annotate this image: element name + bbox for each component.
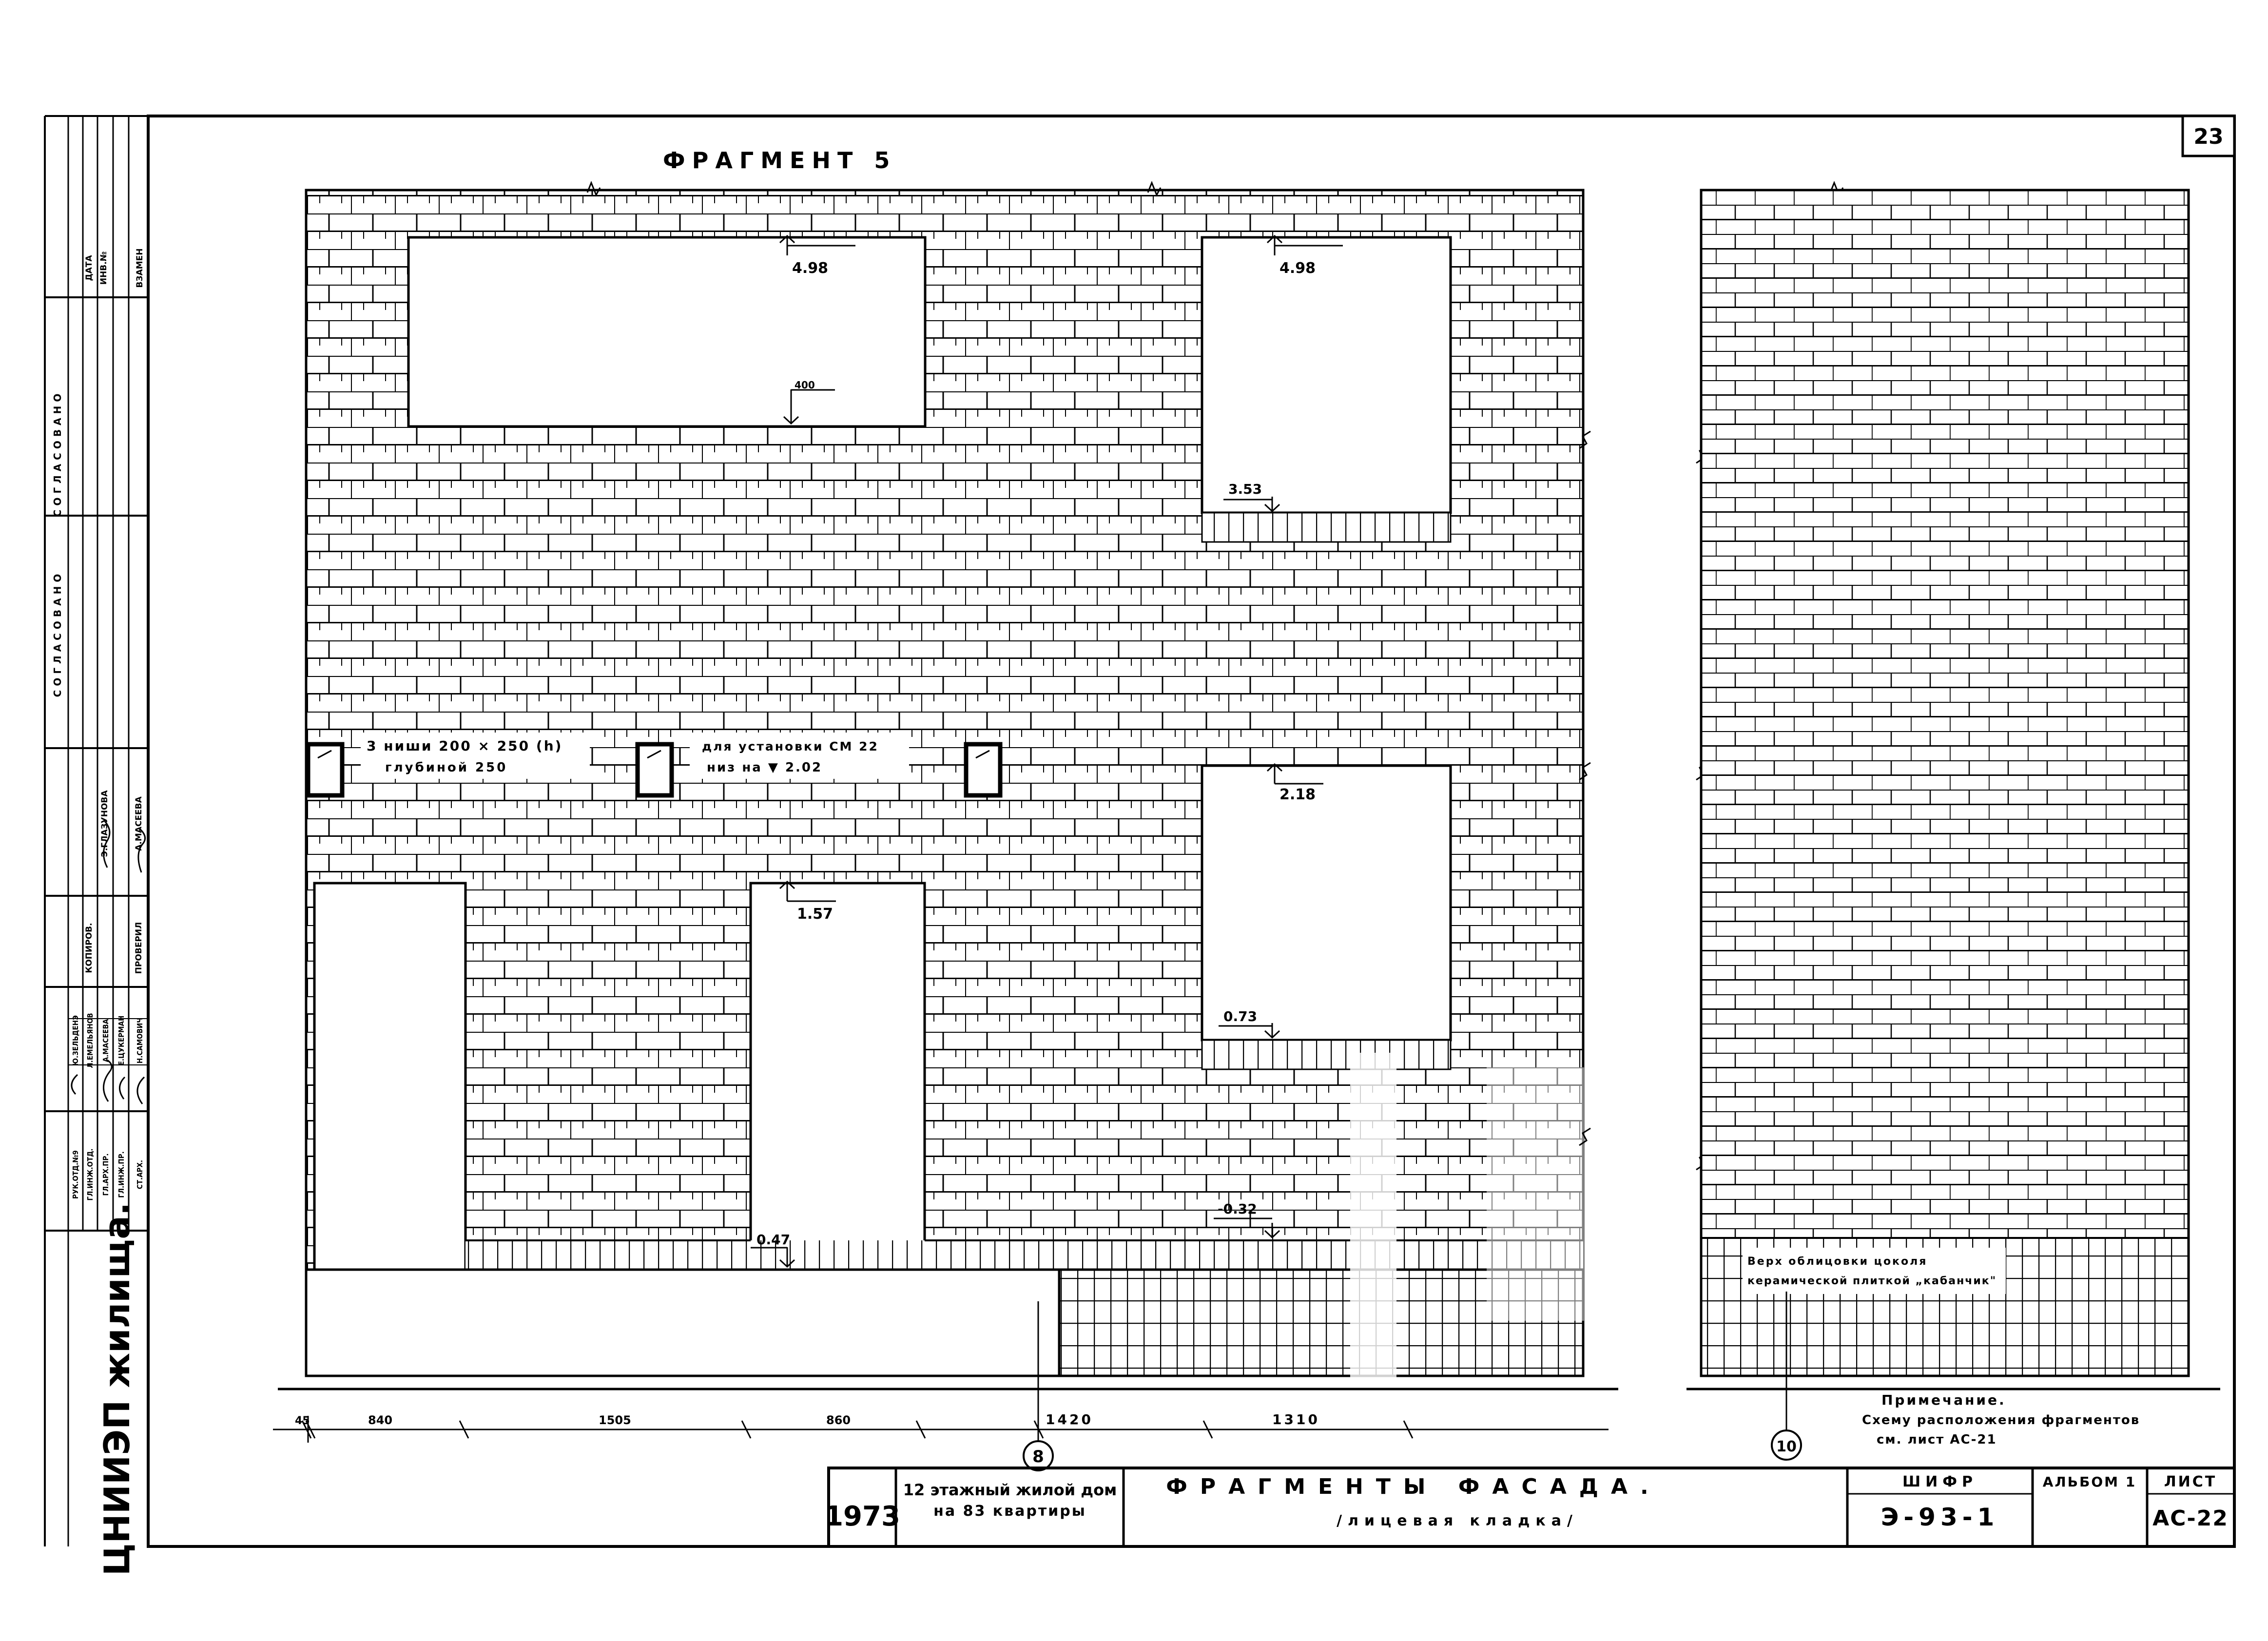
title-sheet-label: ЛИСТ	[2164, 1473, 2217, 1490]
svg-text:1420: 1420	[1046, 1411, 1093, 1428]
niche-note-line2: глубиной 250	[385, 760, 507, 775]
side-checker-name: А.МАСЕЕВА	[134, 796, 144, 850]
title-year: 1973	[824, 1501, 900, 1532]
side-date-label: ДАТА	[84, 255, 94, 281]
mark-win2-bottom: 3.53	[1228, 481, 1262, 497]
svg-text:1505: 1505	[599, 1413, 631, 1427]
side-agreed-1: СОГЛАСОВАНО	[52, 390, 63, 517]
side-copied-label: КОПИРОВ.	[84, 923, 94, 973]
faded-region-2	[1487, 1067, 1584, 1321]
note-title: Примечание.	[1881, 1392, 2006, 1408]
title-code-value: Э-93-1	[1881, 1503, 1999, 1531]
dimension-line	[273, 1292, 1787, 1443]
window-2	[1201, 236, 1452, 514]
right-facade-strip	[1700, 189, 2190, 1377]
svg-text:ГЛ.ИНЖ.ПР.: ГЛ.ИНЖ.ПР.	[117, 1151, 126, 1197]
svg-text:Ю.ЗЕЛЬДЕНЭ: Ю.ЗЕЛЬДЕНЭ	[71, 1015, 80, 1066]
svg-text:Л.ЕМЕЛЬЯНОВ: Л.ЕМЕЛЬЯНОВ	[86, 1013, 95, 1068]
axis-label-10: 10	[1776, 1438, 1797, 1455]
window-2-soldier-course	[1201, 512, 1452, 543]
plinth-note-line1: Верх облицовки цоколя	[1747, 1255, 1927, 1268]
mark-win1-top: 4.98	[792, 260, 828, 277]
dimension-values: 45 840 1505 860 1420 1310	[295, 1411, 1320, 1428]
side-roles: РУК.ОТД.№9 ГЛ.ИНЖ.ОТД. ГЛ.АРХ.ПР. ГЛ.ИНЖ…	[71, 1149, 144, 1201]
mark-door2-bottom: 0.47	[756, 1232, 790, 1248]
svg-text:Н.САМОВИЧ: Н.САМОВИЧ	[136, 1018, 144, 1063]
title-code-label: ШИФР	[1902, 1473, 1977, 1490]
title-drawing: ФРАГМЕНТЫ ФАСАДА.	[1166, 1474, 1661, 1499]
side-replaces-label: ВЗАМЕН	[135, 249, 145, 288]
note-line2: см. лист АС-21	[1877, 1432, 1997, 1447]
mark-win3-bottom: 0.73	[1223, 1008, 1257, 1024]
side-stamp-block	[45, 116, 148, 1546]
niche-note-line4: низ на ▼ 2.02	[707, 760, 822, 775]
svg-text:ГЛ.ИНЖ.ОТД.: ГЛ.ИНЖ.ОТД.	[86, 1149, 95, 1201]
window-1	[407, 236, 927, 428]
mark-win3-top: 2.18	[1279, 786, 1316, 803]
side-signatures	[71, 821, 146, 1104]
axis-bubble-10	[1771, 1429, 1802, 1461]
window-3	[1201, 764, 1452, 1042]
niche-note-line3: для установки СМ 22	[702, 739, 879, 753]
svg-text:РУК.ОТД.№9: РУК.ОТД.№9	[71, 1150, 80, 1199]
window-3-soldier-course	[1201, 1039, 1452, 1070]
svg-text:1310: 1310	[1272, 1411, 1320, 1428]
title-sheet-value: АС-22	[2152, 1506, 2229, 1531]
door-2	[749, 882, 926, 1271]
svg-text:840: 840	[368, 1413, 392, 1427]
side-inv-label: ИНВ.№	[99, 251, 109, 285]
plinth-note-line2: керамической плиткой „кабанчик"	[1747, 1275, 1997, 1287]
niche-note-line1: 3 ниши 200 × 250 (h)	[367, 738, 562, 754]
title-project-line2: на 83 квартиры	[933, 1503, 1086, 1520]
note-line1: Схему расположения фрагментов	[1862, 1413, 2140, 1428]
side-agreed-2: СОГЛАСОВАНО	[52, 570, 63, 697]
side-checked-label: ПРОВЕРИЛ	[134, 922, 144, 974]
faded-region	[1350, 1053, 1396, 1384]
mark-win2-top: 4.98	[1279, 260, 1316, 277]
sheet-number-box	[2181, 115, 2236, 157]
mark-win1-offset: 400	[795, 379, 815, 391]
title-album: АЛЬБОМ 1	[2043, 1474, 2137, 1490]
axis-bubble-8	[1023, 1440, 1054, 1471]
sheet-number: 23	[2193, 124, 2223, 149]
svg-text:45: 45	[295, 1415, 310, 1427]
mark-door2-top: 1.57	[797, 906, 833, 923]
title-block	[827, 1467, 2236, 1548]
organization-name: ЦНИИЭП жилища.	[97, 1202, 137, 1576]
svg-text:СТ.АРХ.: СТ.АРХ.	[136, 1160, 144, 1189]
title-drawing-subtitle: /лицевая кладка/	[1337, 1512, 1578, 1529]
svg-text:А.МАСЕЕВА: А.МАСЕЕВА	[101, 1019, 110, 1062]
svg-text:860: 860	[826, 1413, 851, 1427]
elevation-marks	[751, 234, 1343, 1268]
title-project-line1: 12 этажный жилой дом	[903, 1481, 1117, 1499]
base-soldier-course	[465, 1240, 1583, 1270]
svg-text:Е.ЦУКЕРМАН: Е.ЦУКЕРМАН	[117, 1016, 126, 1066]
svg-text:ГЛ.АРХ.ПР.: ГЛ.АРХ.ПР.	[101, 1153, 110, 1196]
side-people: Ю.ЗЕЛЬДЕНЭ Л.ЕМЕЛЬЯНОВ А.МАСЕЕВА Е.ЦУКЕР…	[71, 1013, 144, 1068]
mark-plinth: -0.32	[1218, 1201, 1257, 1217]
door-1	[313, 882, 467, 1271]
axis-label-8: 8	[1032, 1447, 1044, 1467]
niches	[306, 742, 1003, 798]
plinth-plain	[305, 1268, 1061, 1377]
fragment-title: ФРАГМЕНТ 5	[663, 147, 896, 174]
